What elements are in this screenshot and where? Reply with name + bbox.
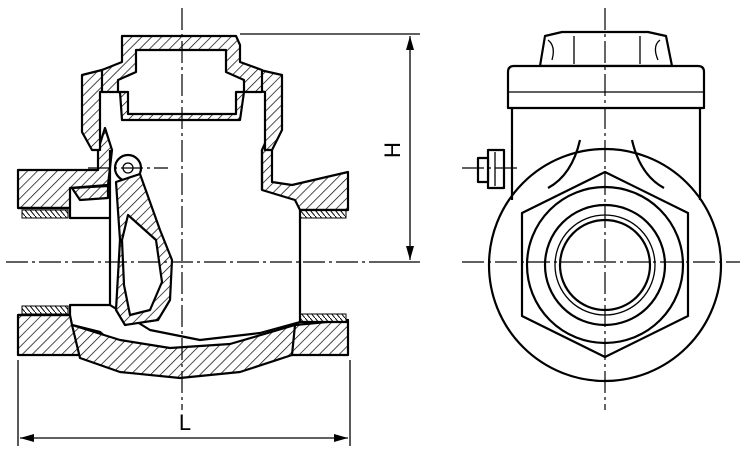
- dimension-l-label: L: [179, 410, 191, 435]
- body-neck: [510, 108, 702, 200]
- disc-face: [120, 213, 164, 317]
- cap-hex-nut: [538, 30, 674, 68]
- dimension-h: H: [240, 33, 420, 263]
- end-view: [476, 30, 723, 383]
- dimension-h-arrow-top: [406, 36, 414, 50]
- neck-ribs: [547, 139, 665, 189]
- bonnet-flange: [506, 64, 706, 110]
- left-bore: [18, 206, 112, 317]
- cap-hex-chamfers: [547, 39, 661, 61]
- seat-lip: [70, 184, 110, 202]
- left-thread-bottom: [21, 305, 69, 315]
- body-wall-right-top: [260, 126, 350, 212]
- hinge-plug: [486, 148, 506, 190]
- dimension-l-arrow-left: [20, 434, 34, 442]
- body-shell-bottom: [70, 323, 297, 380]
- dimension-h-arrow-bottom: [406, 246, 414, 260]
- bonnet-cap-cavity: [116, 48, 246, 116]
- body-cavity: [108, 150, 264, 218]
- right-bore: [298, 208, 348, 324]
- dimension-l-arrow-right: [334, 434, 348, 442]
- section-view: [16, 34, 350, 380]
- dimension-h-label: H: [380, 142, 405, 158]
- right-thread-bottom: [299, 313, 347, 323]
- hinge-plug-tip: [476, 156, 490, 184]
- dimension-l: L: [17, 360, 351, 446]
- right-thread-top: [299, 209, 347, 219]
- left-thread-top: [21, 209, 69, 219]
